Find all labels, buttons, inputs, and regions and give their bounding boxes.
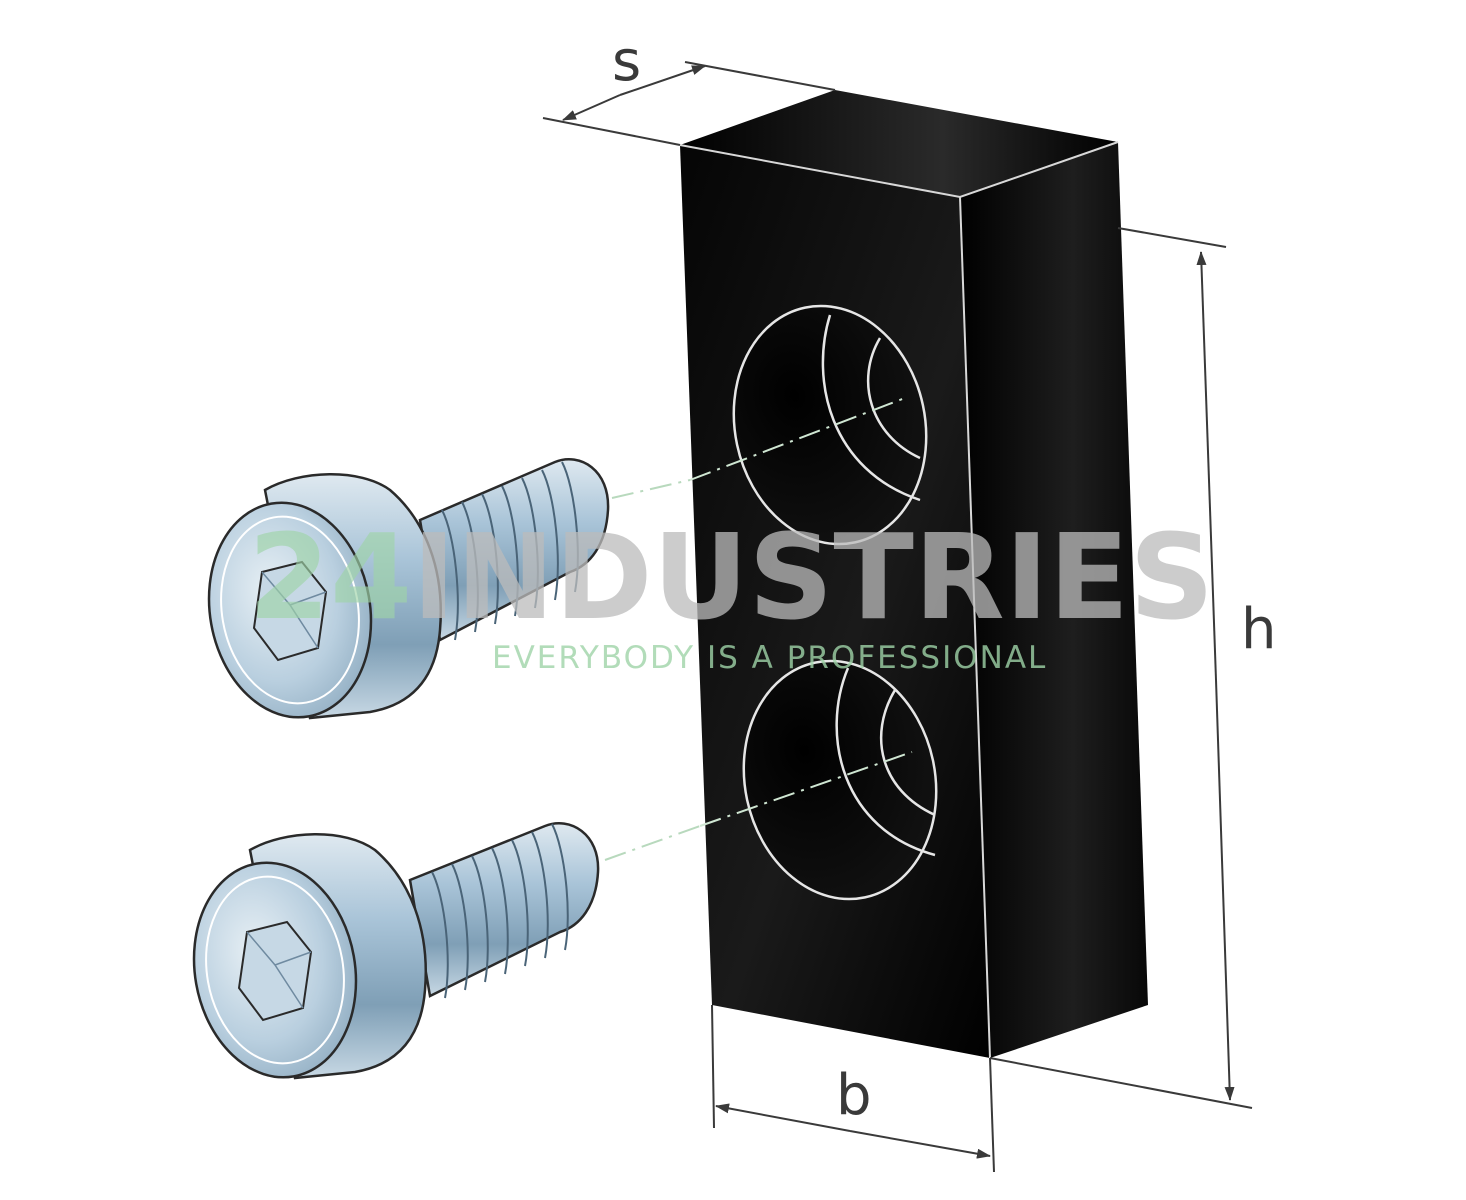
spacer-block-icon <box>679 90 1148 1059</box>
lower-axis-line <box>604 825 701 861</box>
height-label: h <box>1241 597 1277 662</box>
hex-socket-screw-icon <box>192 822 600 1080</box>
block-top-face <box>680 90 1118 197</box>
upper-axis-line <box>611 479 691 499</box>
hex-socket-screw-icon <box>207 458 610 720</box>
dimension-b: b <box>711 1004 995 1173</box>
block-side-face <box>960 142 1148 1058</box>
dimension-s: s <box>542 29 836 146</box>
watermark-logo: 24 INDUSTRIES EVERYBODY IS A PROFESSIONA… <box>248 508 1214 676</box>
thickness-label: s <box>612 29 641 94</box>
upper-hole <box>689 304 928 546</box>
lower-hole <box>699 659 938 901</box>
watermark-brand: INDUSTRIES <box>412 508 1214 646</box>
dimension-h: h <box>989 227 1277 1109</box>
watermark-slogan: EVERYBODY IS A PROFESSIONAL <box>492 640 1047 676</box>
watermark-number: 24 <box>248 508 412 646</box>
width-label: b <box>836 1063 872 1128</box>
